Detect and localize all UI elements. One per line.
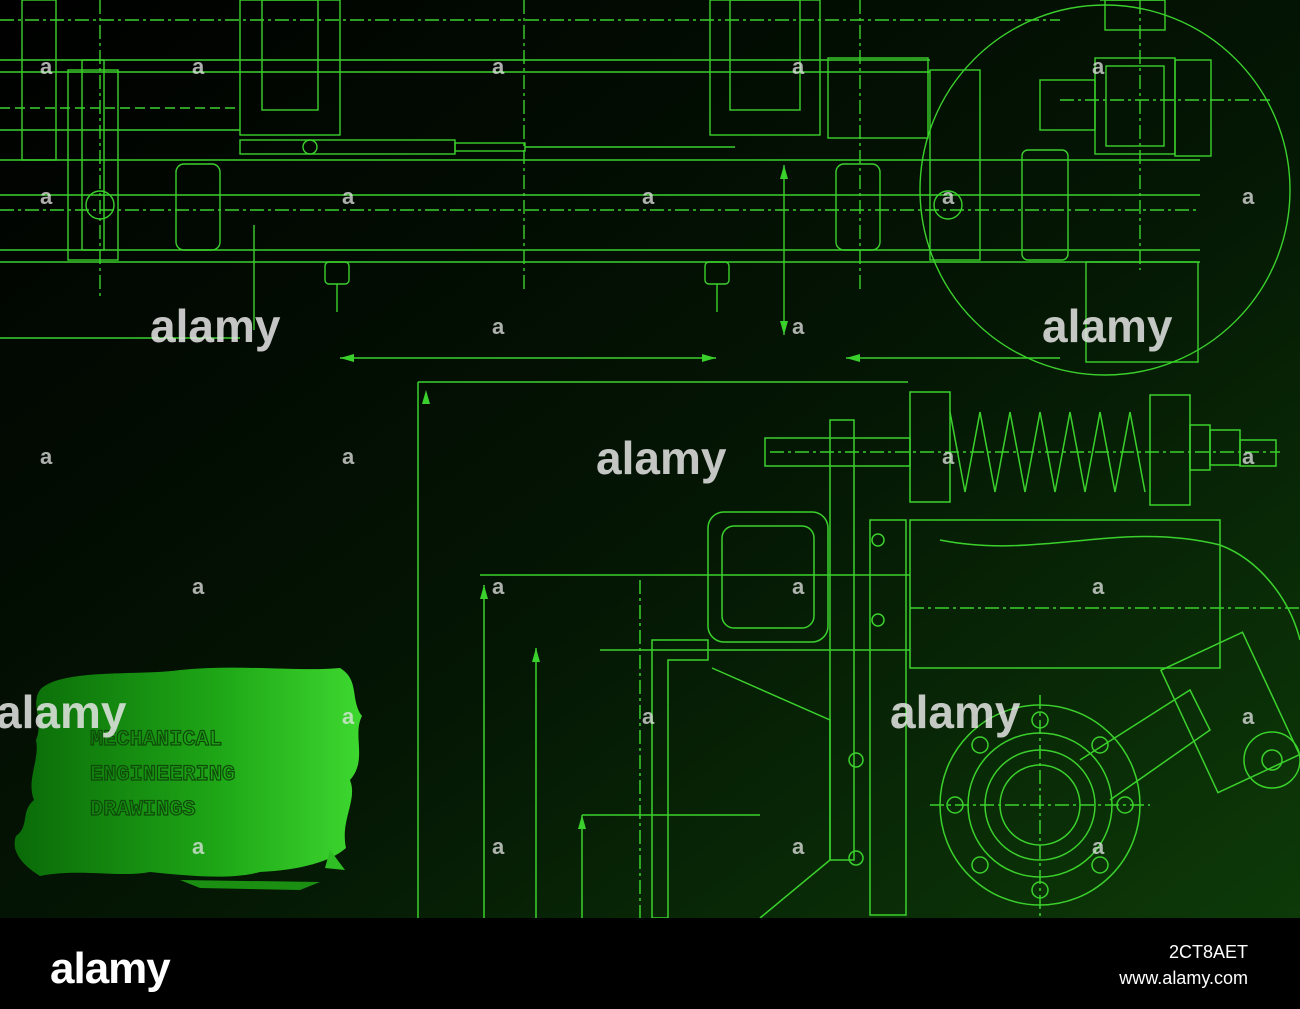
svg-text:a: a bbox=[492, 574, 505, 599]
watermark-left: alamy bbox=[150, 300, 281, 352]
watermark-right: alamy bbox=[1042, 300, 1173, 352]
label-line-1: MECHANICAL bbox=[90, 727, 222, 752]
svg-text:a: a bbox=[492, 834, 505, 859]
footer-bar: alamy 2CT8AET www.alamy.com bbox=[0, 918, 1300, 1009]
svg-text:a: a bbox=[492, 54, 505, 79]
svg-text:a: a bbox=[642, 184, 655, 209]
svg-text:a: a bbox=[1092, 54, 1105, 79]
label-brush-area bbox=[14, 667, 362, 890]
flange-wheel bbox=[930, 631, 1300, 918]
watermarks: alamy alamy alamy alamy alamy bbox=[0, 300, 1173, 738]
svg-text:a: a bbox=[342, 704, 355, 729]
engineering-drawing: MECHANICAL ENGINEERING DRAWINGS alamy al… bbox=[0, 0, 1300, 918]
svg-text:a: a bbox=[40, 184, 53, 209]
detail-callout-circle bbox=[919, 0, 1291, 376]
svg-text:a: a bbox=[1092, 574, 1105, 599]
svg-text:a: a bbox=[342, 184, 355, 209]
svg-text:a: a bbox=[642, 704, 655, 729]
watermark-small-marks: a a a a a a a a a a a a a a a a a a a a … bbox=[40, 54, 1255, 859]
watermark-center: alamy bbox=[596, 432, 727, 484]
brush-stroke bbox=[14, 667, 362, 877]
svg-text:a: a bbox=[942, 444, 955, 469]
image-id: 2CT8AET bbox=[1168, 942, 1248, 962]
svg-text:a: a bbox=[792, 314, 805, 339]
svg-text:a: a bbox=[40, 54, 53, 79]
svg-text:a: a bbox=[192, 54, 205, 79]
upper-rail-assembly bbox=[0, 0, 1200, 359]
svg-text:a: a bbox=[1242, 184, 1255, 209]
svg-text:a: a bbox=[1242, 704, 1255, 729]
label-text: MECHANICAL ENGINEERING DRAWINGS bbox=[89, 726, 235, 822]
label-line-2: ENGINEERING bbox=[90, 762, 235, 787]
svg-text:a: a bbox=[792, 834, 805, 859]
dimension-arrows bbox=[340, 165, 860, 829]
footer-logo: alamy bbox=[50, 944, 171, 993]
watermark-lower-left: alamy bbox=[0, 686, 127, 738]
site-url: www.alamy.com bbox=[1119, 968, 1248, 988]
svg-text:a: a bbox=[1242, 444, 1255, 469]
svg-text:a: a bbox=[942, 184, 955, 209]
svg-text:a: a bbox=[192, 574, 205, 599]
bracket-frame bbox=[417, 381, 910, 918]
spring-damper-assembly bbox=[764, 391, 1300, 669]
label-line-3: DRAWINGS bbox=[90, 797, 196, 822]
svg-text:a: a bbox=[1092, 834, 1105, 859]
svg-text:a: a bbox=[492, 314, 505, 339]
svg-text:a: a bbox=[342, 444, 355, 469]
svg-text:a: a bbox=[792, 54, 805, 79]
watermark-lower-right: alamy bbox=[890, 686, 1021, 738]
svg-text:a: a bbox=[40, 444, 53, 469]
svg-text:a: a bbox=[192, 834, 205, 859]
svg-text:a: a bbox=[792, 574, 805, 599]
